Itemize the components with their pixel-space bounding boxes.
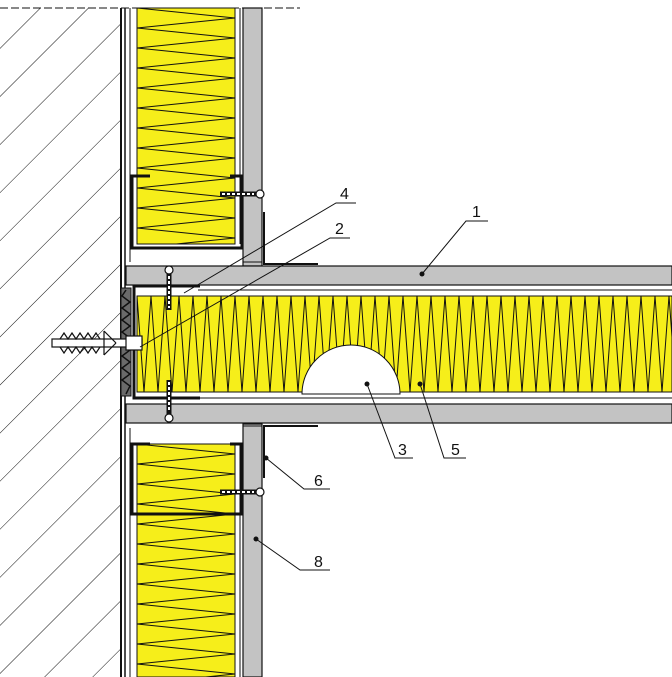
callout-1: 1: [472, 204, 481, 221]
cable-channel: [301, 344, 401, 395]
wall-anchor: [51, 330, 143, 356]
lower-wall-insulation: [136, 443, 236, 677]
leader-1: [421, 220, 488, 275]
upper-wall-insulation: [136, 7, 236, 245]
leader-5: [419, 383, 466, 459]
leader-6: [265, 457, 330, 490]
callout-6: 6: [314, 473, 323, 490]
callout-3: 3: [398, 442, 407, 459]
partition-insulation: [136, 295, 672, 393]
leader-3: [366, 383, 413, 459]
leader-4: [183, 202, 356, 294]
callout-5: 5: [451, 442, 460, 459]
wall-studs: [130, 174, 244, 516]
profile-screws: [164, 265, 174, 423]
callout-4: 4: [340, 186, 349, 203]
leader-lines: [139, 202, 488, 571]
callout-8: 8: [314, 554, 323, 571]
leader-8: [255, 538, 330, 571]
corner-angles: [263, 212, 318, 478]
leader-dots: [253, 271, 425, 542]
leader-2: [139, 237, 350, 348]
partition-boards: [125, 265, 672, 424]
wall-boards: [239, 7, 263, 677]
callout-2: 2: [335, 221, 344, 238]
stud-screws: [220, 189, 265, 497]
